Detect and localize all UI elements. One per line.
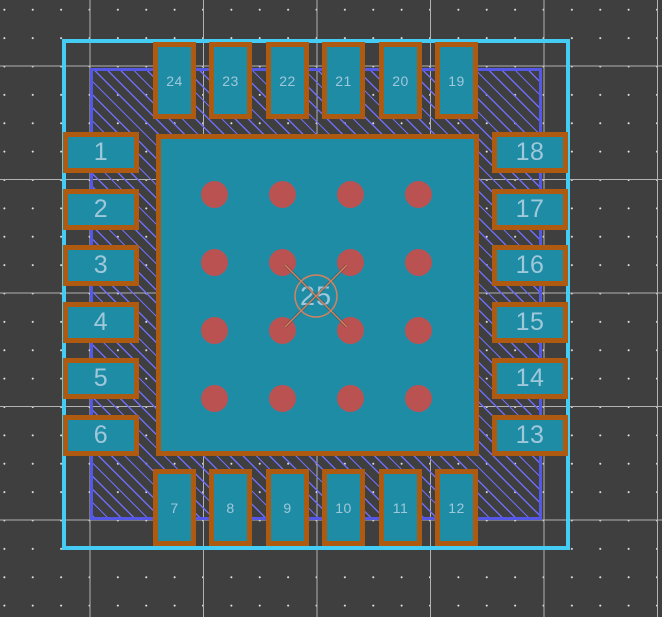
pad-20[interactable]: 20 <box>379 42 422 119</box>
pad-21[interactable]: 21 <box>322 42 365 119</box>
pad-number: 4 <box>93 308 109 336</box>
pad-number: 12 <box>448 499 465 516</box>
pad-10[interactable]: 10 <box>322 469 365 546</box>
pad-number: 24 <box>166 72 183 89</box>
thermal-via[interactable] <box>200 180 228 208</box>
pad-5[interactable]: 5 <box>63 358 139 399</box>
pad-8[interactable]: 8 <box>209 469 252 546</box>
pad-18[interactable]: 18 <box>492 132 568 173</box>
pad-3[interactable]: 3 <box>63 245 139 286</box>
pad-19[interactable]: 19 <box>435 42 478 119</box>
pad-number: 6 <box>93 421 109 449</box>
thermal-via[interactable] <box>404 180 432 208</box>
thermal-via[interactable] <box>268 384 296 412</box>
pad-6[interactable]: 6 <box>63 415 139 456</box>
pad-24[interactable]: 24 <box>153 42 196 119</box>
pad-23[interactable]: 23 <box>209 42 252 119</box>
anchor-cross-line-2 <box>284 264 348 327</box>
pad-13[interactable]: 13 <box>492 415 568 456</box>
thermal-via[interactable] <box>200 248 228 276</box>
thermal-via[interactable] <box>200 384 228 412</box>
pad-number: 18 <box>515 138 545 166</box>
pad-1[interactable]: 1 <box>63 132 139 173</box>
pad-number: 15 <box>515 308 545 336</box>
thermal-via[interactable] <box>336 180 364 208</box>
pad-number: 7 <box>170 499 179 516</box>
pad-number: 19 <box>448 72 465 89</box>
pad-number: 20 <box>392 72 409 89</box>
pad-9[interactable]: 9 <box>266 469 309 546</box>
pad-22[interactable]: 22 <box>266 42 309 119</box>
pad-14[interactable]: 14 <box>492 358 568 399</box>
anchor-circle <box>294 273 338 318</box>
pad-anchor-marker[interactable] <box>281 261 351 331</box>
pad-4[interactable]: 4 <box>63 302 139 343</box>
thermal-via[interactable] <box>268 180 296 208</box>
thermal-via[interactable] <box>404 248 432 276</box>
pad-number: 10 <box>335 499 352 516</box>
thermal-via[interactable] <box>200 316 228 344</box>
pad-number: 11 <box>392 499 409 516</box>
thermal-via[interactable] <box>404 316 432 344</box>
pad-number: 17 <box>515 195 545 223</box>
pad-number: 2 <box>93 195 109 223</box>
pad-number: 22 <box>279 72 296 89</box>
pad-number: 9 <box>283 499 292 516</box>
pad-number: 5 <box>93 364 109 392</box>
pad-7[interactable]: 7 <box>153 469 196 546</box>
pad-15[interactable]: 15 <box>492 302 568 343</box>
pad-number: 16 <box>515 251 545 279</box>
courtyard-outline[interactable] <box>62 39 570 550</box>
thermal-via[interactable] <box>404 384 432 412</box>
pad-number: 8 <box>226 499 235 516</box>
pad-number: 21 <box>335 72 352 89</box>
thermal-via[interactable] <box>336 384 364 412</box>
pad-number: 23 <box>222 72 239 89</box>
pad-number: 13 <box>515 421 545 449</box>
pad-number: 14 <box>515 364 545 392</box>
pad-17[interactable]: 17 <box>492 189 568 230</box>
pad-12[interactable]: 12 <box>435 469 478 546</box>
pad-2[interactable]: 2 <box>63 189 139 230</box>
pad-number: 3 <box>93 251 109 279</box>
pad-number: 1 <box>93 138 109 166</box>
pad-16[interactable]: 16 <box>492 245 568 286</box>
pad-11[interactable]: 11 <box>379 469 422 546</box>
